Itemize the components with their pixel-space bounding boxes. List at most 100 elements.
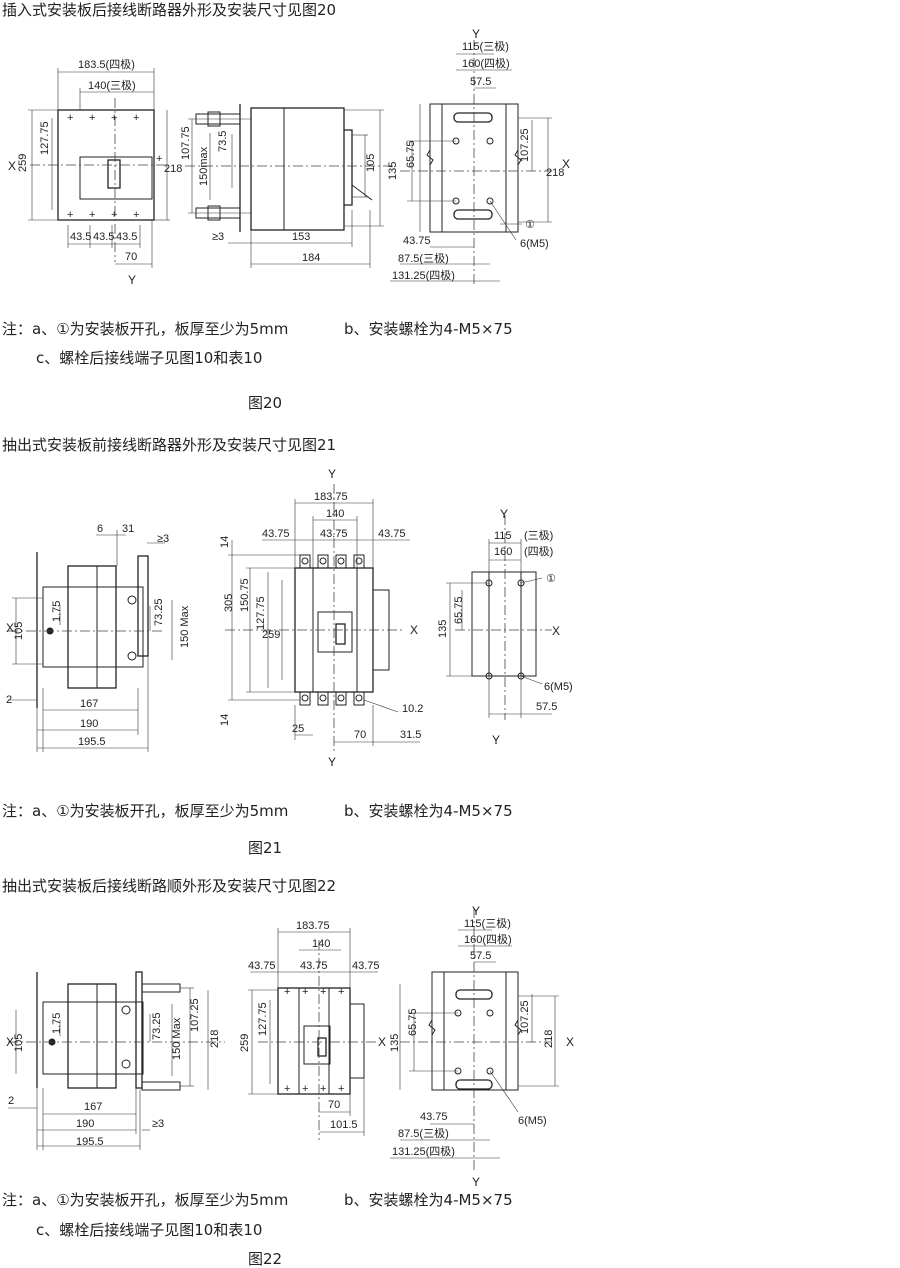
svg-text:+: + xyxy=(133,112,139,124)
dim-2: 2 xyxy=(6,694,12,706)
dim-1-75-22: 1.75 xyxy=(51,1013,63,1034)
dim-131-25-4: 131.25(四极) xyxy=(392,268,455,282)
section-1-title: 插入式安装板后接线断路器外形及安装尺寸见图20 xyxy=(2,1,337,19)
dim-73-5: 73.5 xyxy=(217,131,229,152)
dim-131-25-4-22: 131.25(四极) xyxy=(392,1144,455,1158)
section-2-title: 抽出式安装板前接线断路器外形及安装尺寸见图21 xyxy=(2,436,337,454)
svg-text:+: + xyxy=(302,986,308,998)
section-2-note-b: b、安装螺栓为4-M5×75 xyxy=(344,802,513,820)
dim-3ji-21: (三极) xyxy=(524,528,553,542)
svg-text:+: + xyxy=(156,153,162,165)
dim-6m5-22: 6(M5) xyxy=(518,1115,547,1127)
dim-70: 70 xyxy=(125,251,137,263)
dim-43-75-22c: 43.75 xyxy=(352,960,380,972)
dim-107-25: 107.25 xyxy=(519,128,531,162)
dim-150Max: 150 Max xyxy=(179,605,191,648)
dim-14-top: 14 xyxy=(219,536,231,548)
dim-135-21: 135 xyxy=(437,620,449,638)
dim-105-22: 105 xyxy=(13,1034,25,1052)
axis-y-label: Y xyxy=(128,273,136,287)
axis-y-22m-top: Y xyxy=(472,904,480,918)
dim-57-5-22: 57.5 xyxy=(470,950,491,962)
dim-ge3: ≥3 xyxy=(212,231,224,243)
dim-115-21: 115 xyxy=(494,530,512,542)
axis-x-22b: X xyxy=(378,1035,386,1049)
dim-43-75-22m: 43.75 xyxy=(420,1111,448,1123)
dim-73-25-22: 73.25 xyxy=(151,1012,163,1040)
dim-167-22: 167 xyxy=(84,1101,102,1113)
dim-127-75: 127.75 xyxy=(39,121,51,155)
dim-107-75: 107.75 xyxy=(180,126,192,160)
fig20-mounting-view: Y X 115(三极) 160(四极) 57.5 65.75 135 107.2… xyxy=(387,27,570,285)
dim-43-5-b: 43.5 xyxy=(93,231,114,243)
dim-135: 135 xyxy=(387,162,399,180)
dim-140-3: 140(三极) xyxy=(88,78,136,92)
dim-107-25-22m: 107.25 xyxy=(519,1000,531,1034)
dim-65-75-22: 65.75 xyxy=(407,1008,419,1036)
dim-115-3: 115(三极) xyxy=(462,39,509,53)
axis-x-right-label: X xyxy=(562,157,570,171)
dim-70-22: 70 xyxy=(328,1099,340,1111)
dim-43-5-a: 43.5 xyxy=(70,231,91,243)
dim-150max: 150max xyxy=(198,146,210,186)
fig22-front-view: ++++ ++++ 183.75 140 43.75 43.75 43.75 2… xyxy=(239,920,386,1140)
svg-text:+: + xyxy=(338,986,344,998)
dim-140-22: 140 xyxy=(312,938,330,950)
section-3-note-b: b、安装螺栓为4-M5×75 xyxy=(344,1191,513,1209)
dim-150Max-22: 150 Max xyxy=(171,1017,183,1060)
svg-text:+: + xyxy=(338,1083,344,1095)
dim-183-75-22: 183.75 xyxy=(296,920,330,932)
dim-160-4-22: 160(四极) xyxy=(464,932,512,946)
dim-259-22: 259 xyxy=(239,1034,251,1052)
dim-6m5: 6(M5) xyxy=(520,238,549,250)
dim-57-5: 57.5 xyxy=(470,76,491,88)
fig21-side-view: 6 31 ≥3 X 105 1.75 73.25 150 Max 2 167 1… xyxy=(6,523,191,752)
section-3-title: 抽出式安装板后接线断路顺外形及安装尺寸见图22 xyxy=(2,877,337,895)
section-3-note-a: 注：a、①为安装板开孔，板厚至少为5mm xyxy=(2,1191,289,1209)
dim-6: 6 xyxy=(97,523,103,535)
axis-y-21-bottom: Y xyxy=(328,755,336,769)
dim-160-21: 160 xyxy=(494,546,512,558)
dim-43-75-21a: 43.75 xyxy=(262,528,290,540)
dim-65-75: 65.75 xyxy=(405,140,417,168)
dim-43-75: 43.75 xyxy=(403,235,431,247)
dim-259-21: 259 xyxy=(262,629,280,641)
dim-105: 105 xyxy=(365,154,377,172)
dim-115-3-22: 115(三极) xyxy=(464,916,511,930)
dim-127-75-21: 127.75 xyxy=(255,596,267,630)
svg-text:+: + xyxy=(67,112,73,124)
axis-x-label: X xyxy=(8,159,16,173)
dim-87-5-3-22: 87.5(三极) xyxy=(398,1126,449,1140)
dim-57-5-21: 57.5 xyxy=(536,701,557,713)
fig22-mounting-view: Y Y X 115(三极) 160(四极) 57.5 65.75 135 107… xyxy=(389,904,574,1189)
dim-153: 153 xyxy=(292,231,310,243)
dim-150-75: 150.75 xyxy=(239,578,251,612)
fig20-side-view: 107.75 73.5 150max 105 ≥3 153 184 xyxy=(180,104,395,268)
axis-y-21m-bottom: Y xyxy=(492,733,500,747)
dim-31-5: 31.5 xyxy=(400,729,421,741)
dim-218-22: 218 xyxy=(209,1030,221,1048)
dim-190: 190 xyxy=(80,718,98,730)
svg-text:+: + xyxy=(67,209,73,221)
dim-10-2: 10.2 xyxy=(402,703,423,715)
fig21-mounting-view: Y Y X 115 (三极) 160 (四极) ① 6(M5) 65.75 13… xyxy=(437,507,573,747)
axis-y-top-label: Y xyxy=(472,27,480,41)
dim-160-4: 160(四极) xyxy=(462,56,510,70)
axis-x-21a: X xyxy=(6,621,14,635)
dim-218-22m: 218 xyxy=(543,1030,555,1048)
axis-x-21b: X xyxy=(410,623,418,637)
svg-text:+: + xyxy=(89,112,95,124)
dim-43-5-c: 43.5 xyxy=(116,231,137,243)
dim-70-21: 70 xyxy=(354,729,366,741)
dim-65-75-21: 65.75 xyxy=(453,596,465,624)
dim-43-75-21b: 43.75 xyxy=(320,528,348,540)
dim-135-22: 135 xyxy=(389,1034,401,1052)
section-3-note-c: c、螺栓后接线端子见图10和表10 xyxy=(36,1221,263,1239)
svg-text:+: + xyxy=(133,209,139,221)
figure-22-caption: 图22 xyxy=(248,1250,283,1268)
section-1-note-c: c、螺栓后接线端子见图10和表10 xyxy=(36,349,263,367)
dim-6m5-21: 6(M5) xyxy=(544,681,573,693)
svg-text:+: + xyxy=(89,209,95,221)
dim-218-mount: 218 xyxy=(546,167,564,179)
svg-text:+: + xyxy=(320,986,326,998)
